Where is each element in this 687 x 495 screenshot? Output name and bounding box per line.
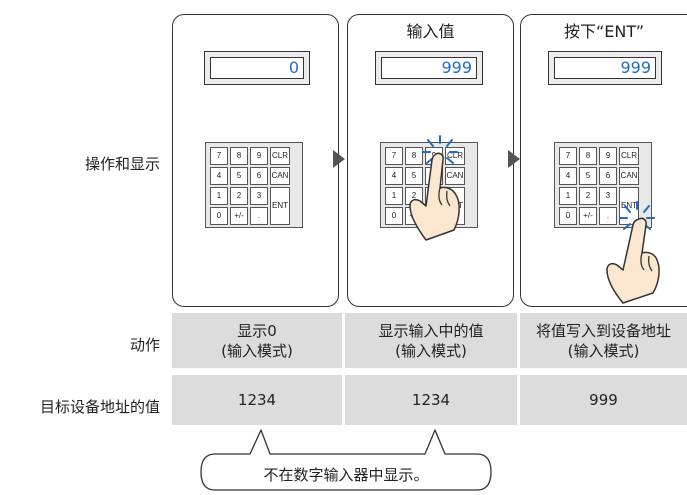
action-cell: 将值写入到设备地址 (输入模式) bbox=[520, 313, 687, 368]
key-3[interactable]: 3 bbox=[250, 187, 268, 205]
action-cell: 显示0 (输入模式) bbox=[172, 313, 342, 368]
target-value: 999 bbox=[589, 391, 618, 409]
key-1[interactable]: 1 bbox=[559, 187, 577, 205]
action-line1: 显示输入中的值 bbox=[378, 321, 484, 340]
key-clr[interactable]: CLR bbox=[619, 147, 639, 165]
key-5[interactable]: 5 bbox=[405, 167, 423, 185]
key-dot[interactable]: . bbox=[599, 207, 617, 225]
numeric-display: 999 bbox=[375, 51, 483, 85]
panel-press-ent: 按下“ENT” 999 7 8 9 CLR 4 5 6 CAN 1 2 3 EN… bbox=[520, 14, 687, 307]
key-8[interactable]: 8 bbox=[579, 147, 597, 165]
numeric-display: 0 bbox=[204, 51, 310, 85]
key-0[interactable]: 0 bbox=[559, 207, 577, 225]
key-3[interactable]: 3 bbox=[599, 187, 617, 205]
key-7[interactable]: 7 bbox=[385, 147, 403, 165]
callout-text: 不在数字输入器中显示。 bbox=[263, 466, 429, 484]
target-value-cell: 999 bbox=[520, 375, 687, 425]
key-plus-minus[interactable]: +/- bbox=[579, 207, 597, 225]
key-5[interactable]: 5 bbox=[579, 167, 597, 185]
display-value: 999 bbox=[381, 57, 477, 79]
target-value-cell: 1234 bbox=[345, 375, 517, 425]
row-label-operation: 操作和显示 bbox=[84, 155, 160, 173]
key-0[interactable]: 0 bbox=[385, 207, 403, 225]
key-dot[interactable]: . bbox=[250, 207, 268, 225]
key-6[interactable]: 6 bbox=[250, 167, 268, 185]
key-2[interactable]: 2 bbox=[579, 187, 597, 205]
key-4[interactable]: 4 bbox=[385, 167, 403, 185]
action-line2: (输入模式) bbox=[395, 341, 467, 360]
key-ent[interactable]: ENT bbox=[619, 187, 639, 225]
key-8[interactable]: 8 bbox=[405, 147, 423, 165]
key-1[interactable]: 1 bbox=[210, 187, 228, 205]
numeric-display: 999 bbox=[548, 51, 662, 85]
action-line2: (输入模式) bbox=[221, 341, 293, 360]
key-can[interactable]: CAN bbox=[619, 167, 639, 185]
display-value: 999 bbox=[554, 57, 656, 79]
action-line1: 显示0 bbox=[237, 321, 277, 340]
key-5[interactable]: 5 bbox=[230, 167, 248, 185]
key-can[interactable]: CAN bbox=[445, 167, 465, 185]
keypad: 7 8 9 CLR 4 5 6 CAN 1 2 3 ENT 0 +/- . bbox=[205, 142, 303, 228]
key-8[interactable]: 8 bbox=[230, 147, 248, 165]
arrow-right-icon bbox=[333, 150, 345, 168]
key-1[interactable]: 1 bbox=[385, 187, 403, 205]
panel-title: 按下“ENT” bbox=[563, 22, 645, 41]
key-2[interactable]: 2 bbox=[230, 187, 248, 205]
key-can[interactable]: CAN bbox=[270, 167, 290, 185]
row-label-action: 动作 bbox=[129, 336, 160, 354]
key-7[interactable]: 7 bbox=[210, 147, 228, 165]
key-0[interactable]: 0 bbox=[210, 207, 228, 225]
key-4[interactable]: 4 bbox=[210, 167, 228, 185]
arrow-right-icon bbox=[508, 150, 520, 168]
target-value: 1234 bbox=[411, 391, 451, 409]
action-line2: (输入模式) bbox=[567, 341, 640, 360]
callout-bubble bbox=[200, 429, 492, 491]
key-9[interactable]: 9 bbox=[599, 147, 617, 165]
key-7[interactable]: 7 bbox=[559, 147, 577, 165]
key-clr[interactable]: CLR bbox=[270, 147, 290, 165]
key-ent[interactable]: ENT bbox=[270, 187, 290, 225]
pointing-hand-icon bbox=[409, 152, 460, 241]
panel-title: 输入值 bbox=[406, 22, 455, 41]
display-value: 0 bbox=[210, 57, 304, 79]
target-value-cell: 1234 bbox=[172, 375, 342, 425]
action-line1: 将值写入到设备地址 bbox=[535, 321, 671, 340]
panel-initial: 0 7 8 9 CLR 4 5 6 CAN 1 2 3 ENT 0 +/- . bbox=[172, 14, 339, 307]
row-label-target-value: 目标设备地址的值 bbox=[39, 398, 160, 416]
keypad: 7 8 9 CLR 4 5 6 CAN 1 2 3 ENT 0 +/- . bbox=[554, 142, 652, 228]
key-9[interactable]: 9 bbox=[250, 147, 268, 165]
action-cell: 显示输入中的值 (输入模式) bbox=[345, 313, 517, 368]
key-plus-minus[interactable]: +/- bbox=[230, 207, 248, 225]
key-6[interactable]: 6 bbox=[599, 167, 617, 185]
pointing-hand-icon bbox=[606, 217, 660, 304]
key-4[interactable]: 4 bbox=[559, 167, 577, 185]
panel-input-value: 输入值 999 7 8 9 CLR 4 5 6 CAN 1 2 3 ENT 0 … bbox=[347, 14, 514, 307]
target-value: 1234 bbox=[237, 391, 277, 409]
